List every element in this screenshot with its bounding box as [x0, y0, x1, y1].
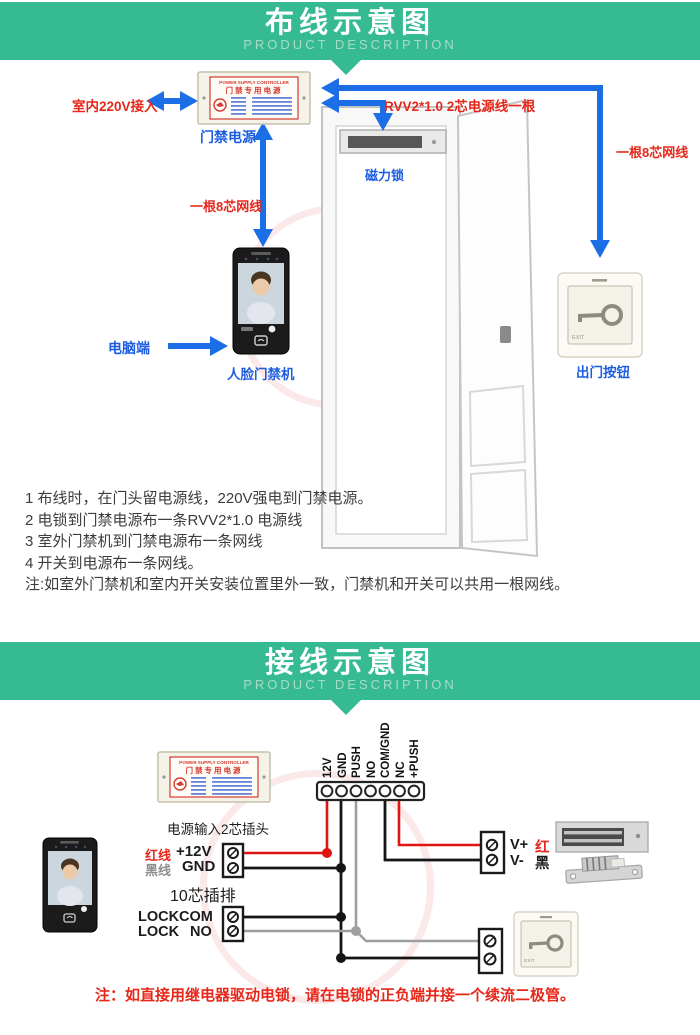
label-face-device: 人脸门禁机: [227, 367, 295, 382]
exit-button-text: EXIT: [572, 335, 585, 341]
lock-power-connector: [479, 830, 506, 875]
psu-title-cn: 门禁专用电源: [226, 85, 283, 95]
connection-diagram: 12V GND PUSH NO COM/GND NC +PUSH POWER S…: [42, 722, 649, 977]
blue-arrowheads: [146, 78, 610, 356]
psu-title-en: POWER SUPPLY CONTROLLER: [219, 80, 289, 85]
magnetic-lock: [339, 129, 447, 154]
magnetic-lock-image: [555, 821, 649, 853]
section1-banner: 布线示意图 PRODUCT DESCRIPTION: [0, 2, 700, 60]
label-exit-button: 出门按钮: [576, 365, 630, 380]
note-line: 4 开关到电源布一条网线。: [25, 554, 203, 572]
label-black-wire: 黑线: [145, 863, 172, 878]
psu-title-en: POWER SUPPLY CONTROLLER: [179, 760, 249, 765]
section2-banner: 接线示意图 PRODUCT DESCRIPTION: [0, 642, 700, 700]
terminal-label: GND: [337, 752, 349, 778]
exit-button-device: EXIT: [513, 911, 579, 977]
watermark-circle: [200, 770, 434, 1004]
face-recognition-device: [232, 247, 290, 355]
label-pc: 电脑端: [108, 340, 150, 356]
section1-subtitle: PRODUCT DESCRIPTION: [243, 37, 457, 52]
terminal-label: +PUSH: [409, 739, 421, 778]
power-supply-controller: POWER SUPPLY CONTROLLER 门禁专用电源: [197, 71, 311, 125]
label-gnd: GND: [182, 858, 216, 875]
label-red-wire: 红线: [145, 848, 172, 863]
exit-button-text: EXIT: [524, 958, 535, 964]
banner2-pointer: [331, 700, 361, 715]
label-net-cable-left: 一根8芯网线: [190, 199, 263, 214]
door-handle: [500, 326, 511, 343]
label-vminus: V-: [510, 853, 524, 869]
door-frame: [321, 98, 539, 558]
section1-title: 布线示意图: [264, 7, 435, 39]
terminal-strip: 12V GND PUSH NO COM/GND NC +PUSH: [315, 722, 426, 802]
label-vminus-black: 黑: [535, 856, 550, 872]
section2-subtitle: PRODUCT DESCRIPTION: [243, 677, 457, 692]
exit-button-device: EXIT: [557, 272, 643, 358]
label-pin-strip: 10芯插排: [170, 888, 236, 905]
label-access-power: 门禁电源: [200, 129, 256, 145]
label-lock-com: COM: [179, 909, 213, 925]
wiring-notes: 1 布线时，在门头留电源线，220V强电到门禁电源。 2 电锁到门禁电源布一条R…: [25, 488, 585, 596]
note-line: 注:如室外门禁机和室内开关安装位置里外一致，门禁机和开关可以共用一根网线。: [25, 576, 570, 593]
door-panel: [456, 98, 539, 558]
wiring-layout-diagram: POWER SUPPLY CONTROLLER 门禁专用电源: [146, 71, 643, 558]
label-vplus: V+: [510, 837, 529, 853]
bolt-lock-image: [565, 855, 643, 884]
label-power-plug: 电源输入2芯插头: [167, 822, 270, 837]
power-input-connector: [221, 842, 245, 879]
label-power-cable: RVV2*1.0 2芯电源线一根: [384, 99, 536, 114]
relay-diode-note: 注：如直接用继电器驱动电锁，请在电锁的正负端并接一个续流二极管。: [95, 987, 576, 1004]
lock-output-connector: [221, 905, 245, 943]
label-net-cable-right: 一根8芯网线: [616, 145, 689, 160]
blue-cable-runs: [160, 85, 603, 349]
label-vplus-red: 红: [535, 840, 550, 856]
banner1-pointer: [331, 60, 361, 75]
label-plus12v: +12V: [176, 843, 212, 860]
section2-title: 接线示意图: [264, 647, 435, 679]
terminal-label: NC: [395, 761, 407, 778]
label-lock-no: NO: [190, 924, 212, 940]
note-line: 1 布线时，在门头留电源线，220V强电到门禁电源。: [25, 490, 373, 507]
power-supply-controller: POWER SUPPLY CONTROLLER 门禁专用电源: [157, 751, 271, 803]
exit-button-connector: [477, 927, 504, 975]
connection-wires: [233, 800, 487, 960]
terminal-label: PUSH: [351, 746, 363, 778]
face-recognition-device: [42, 837, 98, 933]
wire-junctions: [322, 848, 361, 963]
terminal-label: 12V: [322, 757, 334, 778]
terminal-label: COM/GND: [380, 722, 392, 778]
psu-title-cn: 门禁专用电源: [186, 765, 243, 775]
note-line: 2 电锁到门禁电源布一条RVV2*1.0 电源线: [25, 511, 303, 529]
label-lock-com-lock: LOCK: [138, 909, 180, 925]
label-indoor-220v: 室内220V接入: [72, 99, 158, 114]
label-lock-no-lock: LOCK: [138, 924, 180, 940]
note-line: 3 室外门禁机到门禁电源布一条网线: [25, 533, 263, 550]
terminal-label: NO: [366, 761, 378, 778]
label-maglock: 磁力锁: [365, 168, 405, 183]
